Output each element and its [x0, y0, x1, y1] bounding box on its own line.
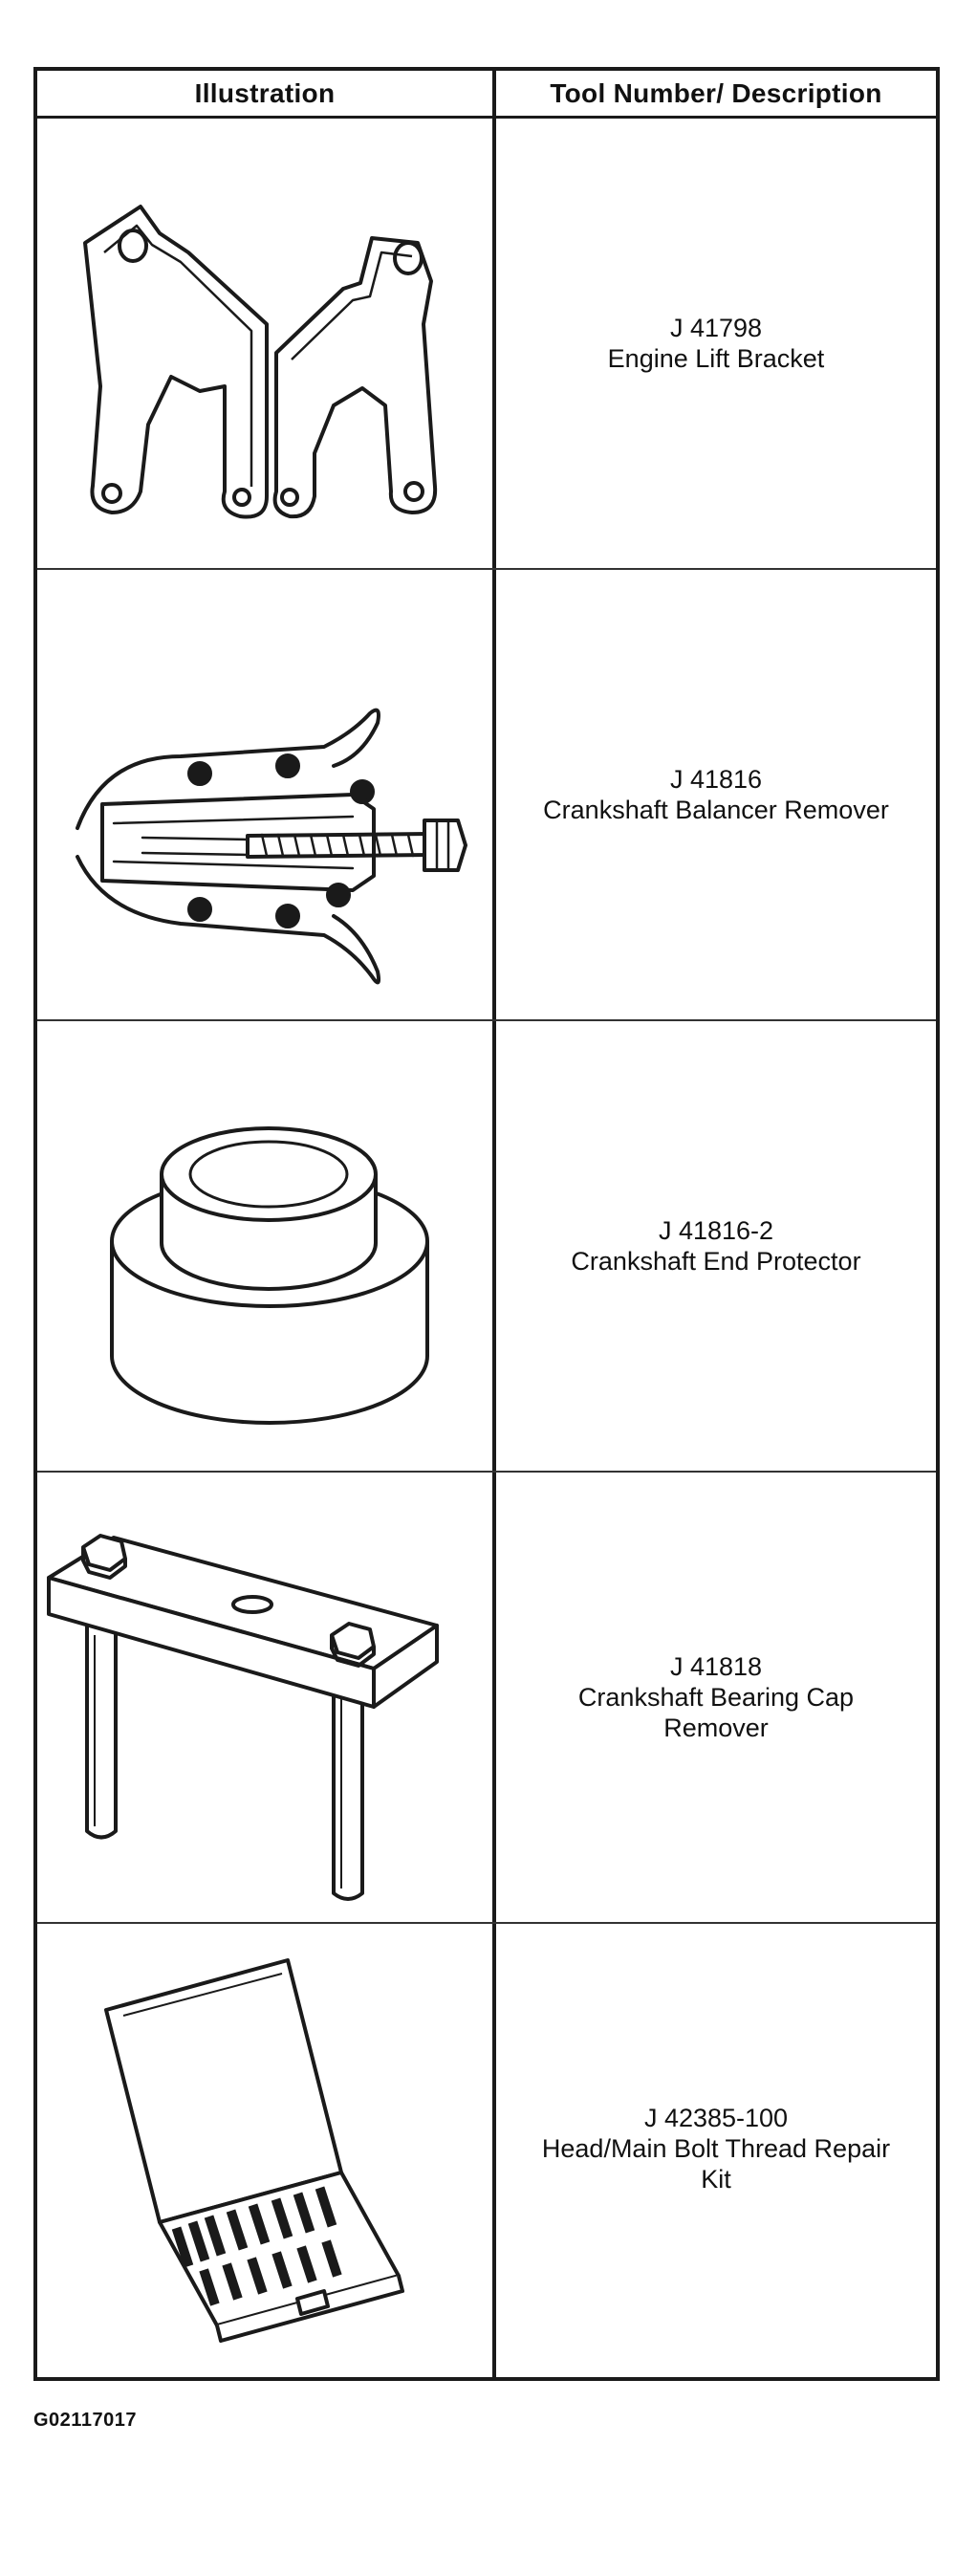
tool-number: J 42385-100	[643, 2104, 789, 2132]
figure-code: G02117017	[33, 2410, 137, 2431]
table-row: J 41816 Crankshaft Balancer Remover	[37, 570, 936, 1021]
tool-description: Crankshaft End Protector	[571, 1247, 861, 1276]
tool-number: J 41818	[669, 1652, 763, 1681]
bearing-cap-remover-icon	[37, 1473, 492, 1922]
end-protector-icon	[37, 1021, 492, 1471]
table-row: J 42385-100 Head/Main Bolt Thread Repair…	[37, 1924, 936, 2377]
thread-repair-kit-icon	[37, 1924, 492, 2373]
tool-description: Crankshaft Bearing Cap Remover	[577, 1683, 855, 1742]
balancer-remover-icon	[37, 570, 492, 1019]
tool-description-cell: J 41798 Engine Lift Bracket	[496, 119, 936, 568]
header-illustration: Illustration	[194, 78, 336, 108]
table-row: J 41818 Crankshaft Bearing Cap Remover	[37, 1473, 936, 1924]
tool-description: Crankshaft Balancer Remover	[543, 796, 889, 824]
row-divider	[37, 1019, 936, 1021]
tool-number: J 41816-2	[658, 1216, 774, 1245]
tool-description-cell: J 41818 Crankshaft Bearing Cap Remover	[496, 1473, 936, 1922]
table-row: J 41816-2 Crankshaft End Protector	[37, 1021, 936, 1473]
tool-description-cell: J 42385-100 Head/Main Bolt Thread Repair…	[496, 1924, 936, 2373]
row-divider	[37, 1922, 936, 1924]
tool-description-cell: J 41816-2 Crankshaft End Protector	[496, 1021, 936, 1471]
engine-lift-bracket-icon	[37, 119, 492, 568]
special-tools-table: Illustration Tool Number/ Description	[33, 67, 940, 2381]
tool-number: J 41798	[669, 314, 763, 342]
header-tool-description: Tool Number/ Description	[550, 78, 882, 108]
row-divider	[37, 1471, 936, 1473]
table-header-row: Illustration Tool Number/ Description	[37, 71, 936, 119]
tool-description: Engine Lift Bracket	[607, 344, 825, 373]
tool-description: Head/Main Bolt Thread Repair Kit	[541, 2134, 891, 2194]
tool-description-cell: J 41816 Crankshaft Balancer Remover	[496, 570, 936, 1019]
table-row: J 41798 Engine Lift Bracket	[37, 119, 936, 570]
row-divider	[37, 568, 936, 570]
column-divider	[492, 71, 496, 2377]
tool-number: J 41816	[669, 765, 763, 794]
